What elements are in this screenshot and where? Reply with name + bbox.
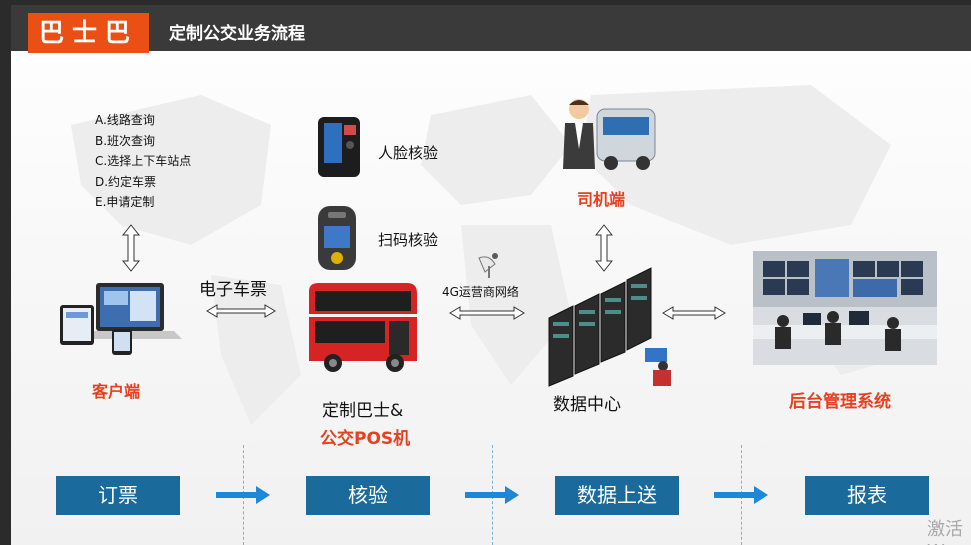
double-decker-bus-icon — [309, 283, 417, 372]
control-room-photo — [753, 251, 937, 365]
step-item: C.选择上下车站点 — [95, 154, 192, 168]
step-item: E.申请定制 — [95, 195, 155, 209]
face-device-icon — [318, 117, 360, 177]
step-item: D.约定车票 — [95, 174, 157, 189]
network-arrow — [449, 306, 525, 320]
step-item: A.线路查询 — [95, 113, 155, 127]
page-title: 定制公交业务流程 — [169, 24, 305, 44]
stage-data-upload: 数据上送 — [555, 476, 679, 515]
driver-icon — [563, 99, 656, 170]
stage-report: 报表 — [805, 476, 929, 515]
pos-label: 公交POS机 — [320, 429, 411, 449]
network-label: 4G运营商网络 — [442, 285, 519, 299]
brand-logo: 巴士巴 — [28, 13, 149, 53]
backend-label: 后台管理系统 — [789, 392, 891, 412]
stage-booking: 订票 — [56, 476, 180, 515]
scan-device-icon — [318, 206, 356, 270]
driver-label: 司机端 — [577, 190, 626, 209]
customer-label: 客户端 — [92, 382, 141, 401]
flow-arrow-icon — [714, 486, 768, 504]
step-item: B.班次查询 — [95, 133, 156, 148]
datacenter-label: 数据中心 — [553, 395, 621, 415]
driver-link-arrow — [594, 224, 614, 272]
customer-steps-list: A.线路查询 B.班次查询 C.选择上下车站点 D.约定车票 E.申请定制 — [95, 110, 191, 213]
customer-devices-icon — [60, 283, 182, 355]
data-center-icon — [548, 267, 671, 387]
steps-link-arrow — [121, 224, 141, 272]
bus-label: 定制巴士& — [322, 401, 404, 421]
satellite-dish-icon — [478, 253, 498, 278]
slide: 巴士巴 定制公交业务流程 A.线路查询 B.班次查询 C.选择上下车站点 D.约… — [11, 5, 971, 545]
scan-verify-label: 扫码核验 — [378, 231, 439, 249]
face-verify-label: 人脸核验 — [378, 144, 439, 162]
title-bar: 巴士巴 定制公交业务流程 — [11, 5, 971, 53]
activation-watermark: 激活 W — [927, 519, 963, 545]
flow-arrow-icon — [465, 486, 519, 504]
ticket-arrow — [206, 304, 276, 318]
stage-verification: 核验 — [306, 476, 430, 515]
flow-arrow-icon — [216, 486, 270, 504]
backend-arrow — [662, 306, 726, 320]
ticket-label: 电子车票 — [199, 280, 267, 300]
